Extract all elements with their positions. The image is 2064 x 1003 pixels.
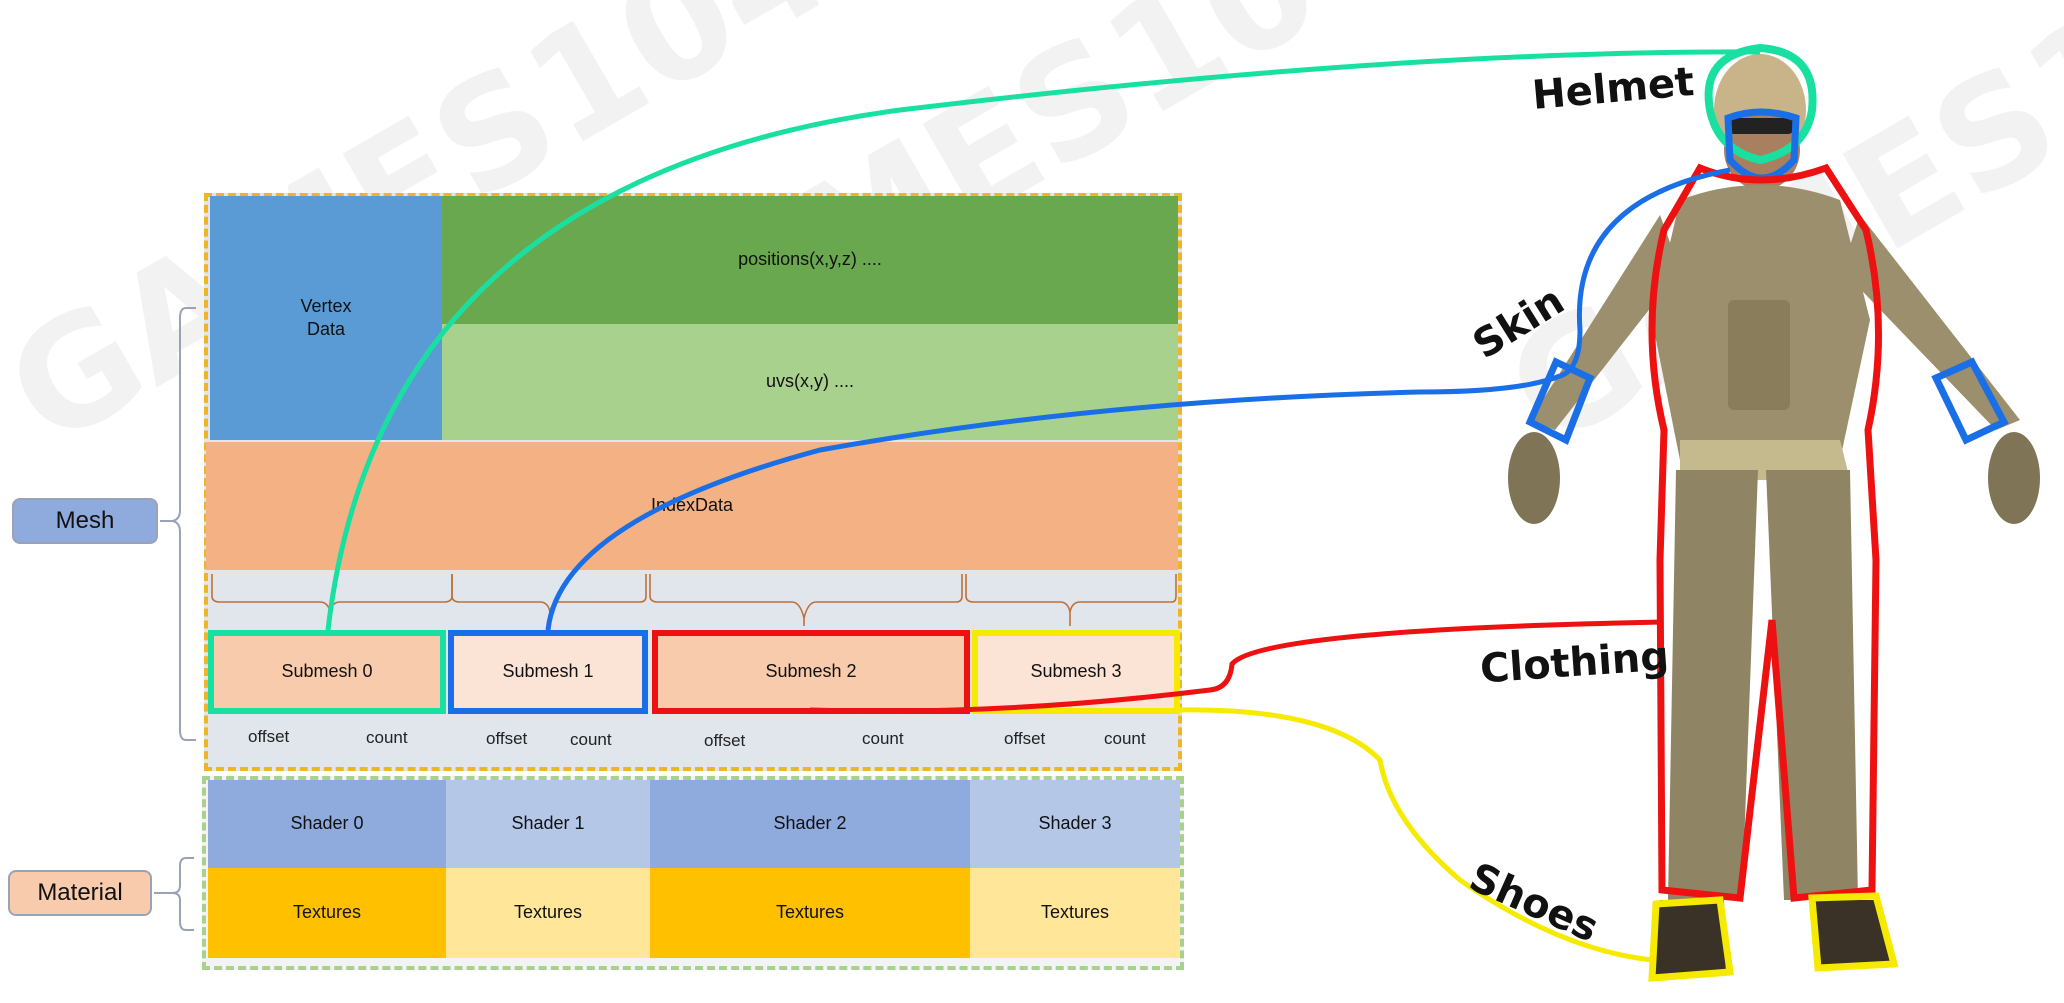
skin-outline-face (1724, 108, 1800, 182)
submesh-1-count: count (570, 730, 612, 749)
submesh-0: Submesh 0 (208, 630, 446, 714)
textures-0: Textures (208, 868, 446, 958)
textures-2: Textures (650, 868, 970, 958)
shader-1: Shader 1 (446, 780, 650, 868)
material-label: Material (8, 870, 152, 916)
submesh-3-offset: offset (1004, 729, 1046, 748)
mesh-brace (160, 307, 196, 741)
submesh-1-offset: offset (486, 729, 528, 748)
helmet-outline (1704, 43, 1817, 165)
submesh-0-count: count (366, 728, 408, 747)
connector-shoes (1179, 707, 1653, 963)
skin-outline-right-arm (1931, 357, 2009, 445)
positions-block: positions(x,y,z) .... (442, 196, 1178, 324)
connector-clothing (809, 619, 1663, 714)
submesh-3-count: count (1104, 729, 1146, 748)
submesh-0-offset: offset (248, 727, 290, 746)
submesh-2-offset: offset (704, 731, 746, 750)
submesh-1: Submesh 1 (448, 630, 648, 714)
shader-2: Shader 2 (650, 780, 970, 868)
mesh-label: Mesh (12, 498, 158, 544)
shader-0: Shader 0 (208, 780, 446, 868)
uvs-block: uvs(x,y) .... (442, 324, 1178, 440)
connector-skin-face (1559, 167, 1731, 379)
skin-outline-left-arm (1525, 357, 1595, 445)
textures-3: Textures (970, 868, 1180, 958)
textures-1: Textures (446, 868, 650, 958)
submesh-3: Submesh 3 (972, 630, 1180, 714)
index-range-braces (211, 574, 1177, 626)
shoes-outline-right (1808, 892, 1899, 972)
vertex-data-block: Vertex Data (210, 196, 442, 440)
soldier-character (1508, 54, 2040, 975)
shoes-outline-left (1648, 896, 1734, 982)
material-brace (154, 857, 194, 931)
connector-skin (545, 373, 1561, 631)
clothing-outline (1648, 163, 1883, 902)
shader-3: Shader 3 (970, 780, 1180, 868)
connector-helmet (325, 49, 1761, 631)
submesh-2-count: count (862, 729, 904, 748)
